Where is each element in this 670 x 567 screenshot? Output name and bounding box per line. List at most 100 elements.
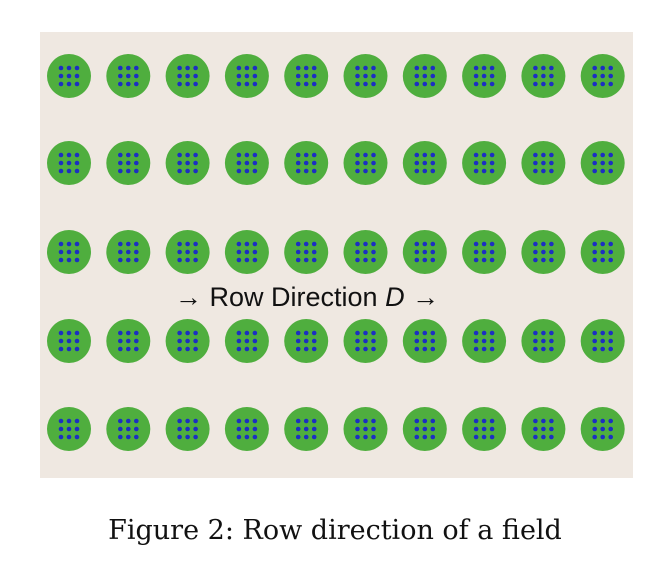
seed-dot (58, 338, 64, 344)
seed-dot (414, 426, 420, 432)
seed-dot (177, 257, 182, 263)
plant (343, 54, 388, 98)
seed-dot (533, 168, 538, 174)
seed-dot (541, 426, 546, 432)
seed-dot (177, 65, 182, 71)
seed-dot (134, 346, 139, 352)
seed-dot (244, 434, 250, 440)
plant (165, 230, 210, 274)
seed-dot (371, 81, 376, 87)
seed-dot (541, 330, 546, 336)
seed-dot (66, 434, 72, 440)
seed-dot (74, 418, 80, 424)
seed-dot (58, 81, 64, 87)
seed-dot (592, 168, 597, 174)
seed-dot (311, 338, 317, 344)
seed-dot (430, 160, 436, 166)
seed-dot (600, 81, 605, 87)
seed-dot (592, 249, 597, 255)
seed-dot (422, 168, 428, 174)
seed-dot (481, 160, 487, 166)
seed-dot (303, 65, 309, 71)
seed-dot (303, 73, 309, 79)
seed-dot (473, 168, 479, 174)
seed-dot (473, 257, 479, 263)
seed-dot (126, 152, 131, 158)
seed-dot (74, 81, 80, 87)
plant (462, 141, 507, 185)
seed-dot (549, 257, 554, 263)
plant (224, 407, 269, 451)
seed-dot (592, 65, 597, 71)
seed-dot (608, 160, 613, 166)
seed-dot (193, 330, 198, 336)
seed-dot (311, 330, 317, 336)
seed-dot (549, 152, 554, 158)
seed-dot (126, 73, 131, 79)
seed-dot (371, 346, 376, 352)
seed-dot (489, 241, 495, 247)
plant (47, 407, 91, 451)
seed-dot (303, 241, 309, 247)
seed-dot (473, 249, 479, 255)
seed-dot (74, 346, 80, 352)
seed-dot (371, 338, 376, 344)
seed-dot (244, 346, 250, 352)
seed-dot (533, 330, 538, 336)
seed-dot (489, 346, 495, 352)
seed-dot (311, 160, 317, 166)
plant (47, 230, 91, 274)
arrow-left-icon: → (175, 282, 202, 312)
plant (165, 54, 210, 98)
seed-dot (311, 168, 317, 174)
seed-dot (422, 152, 428, 158)
seed-dot (430, 330, 436, 336)
seed-dot (481, 168, 487, 174)
seed-dot (126, 241, 131, 247)
seed-dot (303, 346, 309, 352)
seed-dot (134, 338, 139, 344)
seed-dot (295, 249, 301, 255)
seed-dot (600, 249, 605, 255)
seed-dot (252, 434, 258, 440)
seed-dot (134, 257, 139, 263)
seed-dot (118, 65, 123, 71)
plant-grid (47, 54, 625, 451)
seed-dot (303, 81, 309, 87)
seed-dot (549, 338, 554, 344)
seed-dot (414, 418, 420, 424)
seed-dot (355, 434, 360, 440)
seed-dot (608, 73, 613, 79)
seed-dot (363, 330, 368, 336)
plant (580, 230, 625, 274)
seed-dot (185, 168, 190, 174)
seed-dot (371, 249, 376, 255)
seed-dot (134, 160, 139, 166)
seed-dot (489, 330, 495, 336)
seed-dot (134, 168, 139, 174)
seed-dot (430, 152, 436, 158)
seed-dot (371, 418, 376, 424)
seed-dot (58, 426, 64, 432)
seed-dot (252, 160, 258, 166)
seed-dot (422, 65, 428, 71)
seed-dot (185, 249, 190, 255)
seed-dot (252, 168, 258, 174)
seed-dot (66, 73, 72, 79)
seed-dot (66, 257, 72, 263)
seed-dot (363, 81, 368, 87)
seed-dot (363, 160, 368, 166)
plant (343, 230, 388, 274)
seed-dot (303, 257, 309, 263)
seed-dot (430, 257, 436, 263)
seed-dot (118, 168, 123, 174)
seed-dot (481, 241, 487, 247)
plant (402, 141, 447, 185)
seed-dot (185, 160, 190, 166)
seed-dot (608, 257, 613, 263)
seed-dot (414, 152, 420, 158)
seed-dot (236, 434, 242, 440)
seed-dot (303, 426, 309, 432)
seed-dot (481, 81, 487, 87)
seed-dot (66, 346, 72, 352)
